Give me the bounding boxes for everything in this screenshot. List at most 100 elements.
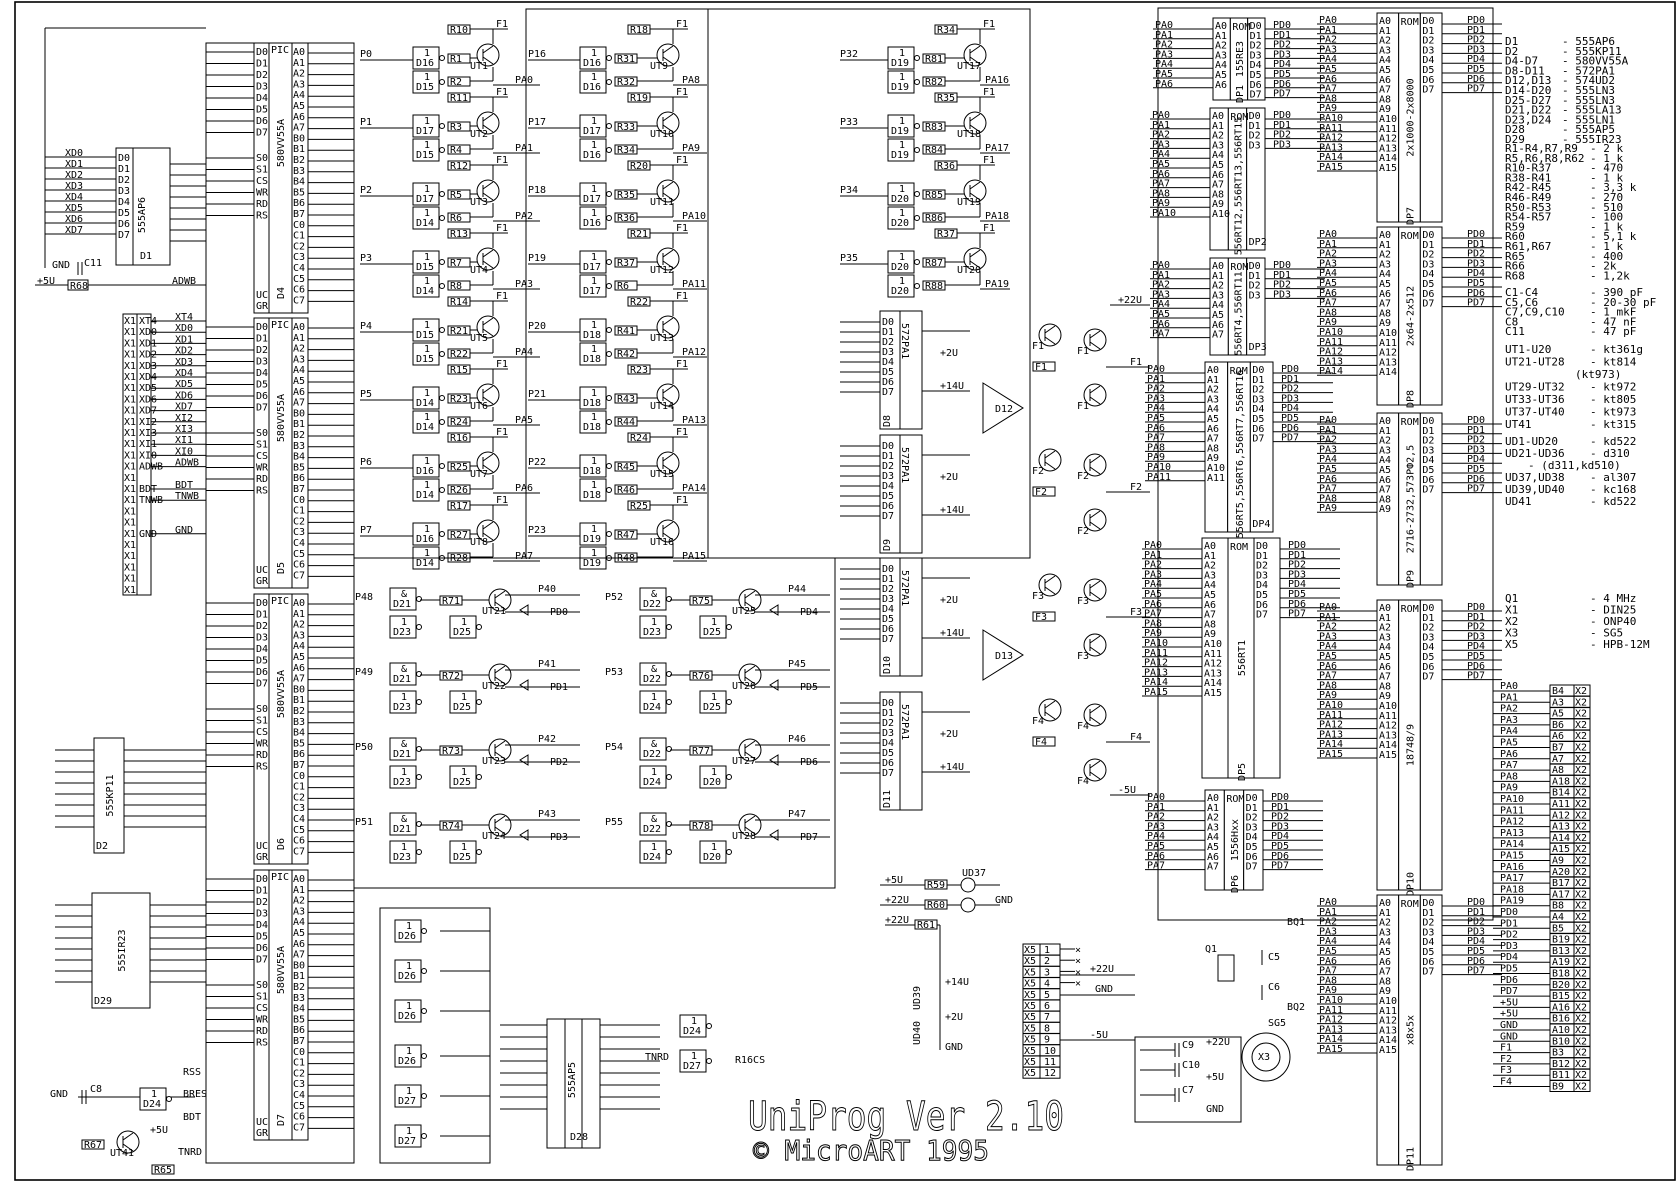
pin-label: B0 (293, 960, 305, 971)
net-label: F1 (983, 223, 995, 234)
pin-label: D1 (1422, 426, 1434, 437)
pin-label: A6 (1379, 289, 1391, 300)
transistor-collector (482, 56, 494, 65)
transistor-collector (1089, 716, 1101, 725)
net-label: F1 (676, 495, 688, 506)
connector-ref: X1 (124, 562, 136, 573)
net-label: PA11 (1319, 710, 1343, 721)
net-label: PA1 (1319, 612, 1337, 623)
transistor-emitter (969, 45, 981, 54)
gate-symbol: 1 (424, 456, 430, 467)
pin-label: D6 (882, 501, 894, 512)
gate-ref: D14 (416, 398, 434, 409)
net-label: PA7 (1147, 433, 1165, 444)
pin-label: WR (256, 463, 269, 474)
pin-label: D5 (882, 748, 894, 759)
connector-pin: XI0 (139, 450, 157, 461)
gate-ref: D14 (416, 490, 434, 501)
pin-label: UC (256, 290, 268, 301)
pin-label: D1 (1250, 31, 1262, 42)
net-label: PD4 (1467, 454, 1485, 465)
legend-ref: Q1 (1505, 592, 1518, 605)
pin-label: D0 (1422, 416, 1434, 427)
gate-ref: D23 (393, 852, 411, 863)
inverter-bubble (666, 624, 672, 630)
net-label: PA3 (1152, 289, 1170, 300)
pin-label: B0 (293, 408, 305, 419)
net-label: +5U (1500, 1009, 1518, 1020)
net-label: PA0 (1500, 681, 1518, 692)
legend-value: - 555KP11 (1562, 45, 1622, 58)
transistor-label: UT16 (650, 537, 674, 548)
inverter-bubble (439, 487, 445, 493)
net-label: PD2 (1467, 917, 1485, 928)
gate-ref: D16 (583, 58, 601, 69)
resistor-label: F2 (1035, 487, 1047, 498)
resistor-label: R24 (630, 433, 648, 444)
transistor-collector (1089, 396, 1101, 405)
pin-label: D3 (1422, 259, 1434, 270)
pin-label: A6 (293, 387, 305, 398)
net-label: PA12 (1319, 1015, 1343, 1026)
chip-ref: D29 (94, 996, 112, 1007)
net-label: PA5 (1500, 738, 1518, 749)
net-label: PA4 (1319, 54, 1337, 65)
transistor-emitter (122, 1132, 134, 1141)
net-label: PA18 (1500, 884, 1524, 895)
legend-value: - 270 (1590, 191, 1623, 204)
legend-ref: D21,D22 (1505, 104, 1551, 117)
pin-label: D3 (256, 82, 268, 93)
chip-header: ROM (1401, 899, 1419, 910)
net-label: P3 (360, 253, 372, 264)
transistor-label: UT13 (650, 333, 674, 344)
pin-label: D6 (118, 219, 130, 230)
net-label: PA5 (1147, 841, 1165, 852)
gate-symbol: & (401, 589, 407, 600)
net-label: P55 (605, 817, 623, 828)
pin-label: A8 (1379, 494, 1391, 505)
net-label: PA6 (1152, 169, 1170, 180)
transistor-collector (482, 124, 494, 133)
diode-icon (769, 679, 779, 691)
pin-label: A6 (1379, 662, 1391, 673)
connector-ref: X2 (1575, 856, 1587, 867)
gate-symbol: 1 (899, 48, 905, 59)
legend-value: (kt973) (1575, 368, 1621, 381)
legend-ref: D29 (1505, 133, 1525, 146)
legend-value: - 555LN3 (1562, 84, 1615, 97)
legend-value: - 47 pF (1590, 325, 1636, 338)
transistor-collector (494, 676, 506, 685)
gate-ref: D16 (583, 218, 601, 229)
gate-symbol: 1 (406, 1001, 412, 1012)
chip-d7-body (268, 869, 293, 1141)
transistor-label: UT7 (470, 469, 488, 480)
net-label: PA14 (1144, 677, 1168, 688)
transistor-label: UT9 (650, 61, 668, 72)
net-label: PD1 (1467, 612, 1485, 623)
pin-label: D7 (1256, 610, 1268, 621)
gate-symbol: 1 (424, 140, 430, 151)
pin-label: D3 (256, 909, 268, 920)
net-label: +22U (1118, 295, 1142, 306)
pin-label: D0 (882, 441, 894, 452)
pin-label: D4 (1246, 832, 1258, 843)
pin-label: D3 (256, 357, 268, 368)
connector-ref: X2 (1575, 1048, 1587, 1059)
pin-label: A6 (1379, 75, 1391, 86)
pin-label: WR (256, 188, 269, 199)
net-label: PA10 (1319, 995, 1343, 1006)
pin-label: A0 (1207, 365, 1219, 376)
net-label: PA4 (1147, 831, 1165, 842)
pin-label: D3 (1422, 927, 1434, 938)
inverter-bubble (416, 774, 422, 780)
pin-label: D7 (1252, 434, 1264, 445)
pin-label: A0 (1379, 230, 1391, 241)
transistor-label: UT3 (470, 197, 488, 208)
gate-ref: D24 (683, 1026, 701, 1037)
transistor-collector (482, 328, 494, 337)
pin-label: C6 (293, 836, 305, 847)
net-label: PA11 (682, 279, 706, 290)
drawing-border (14, 1, 1676, 1181)
net-label: PA5 (1319, 946, 1337, 957)
pin-label: A4 (293, 90, 305, 101)
